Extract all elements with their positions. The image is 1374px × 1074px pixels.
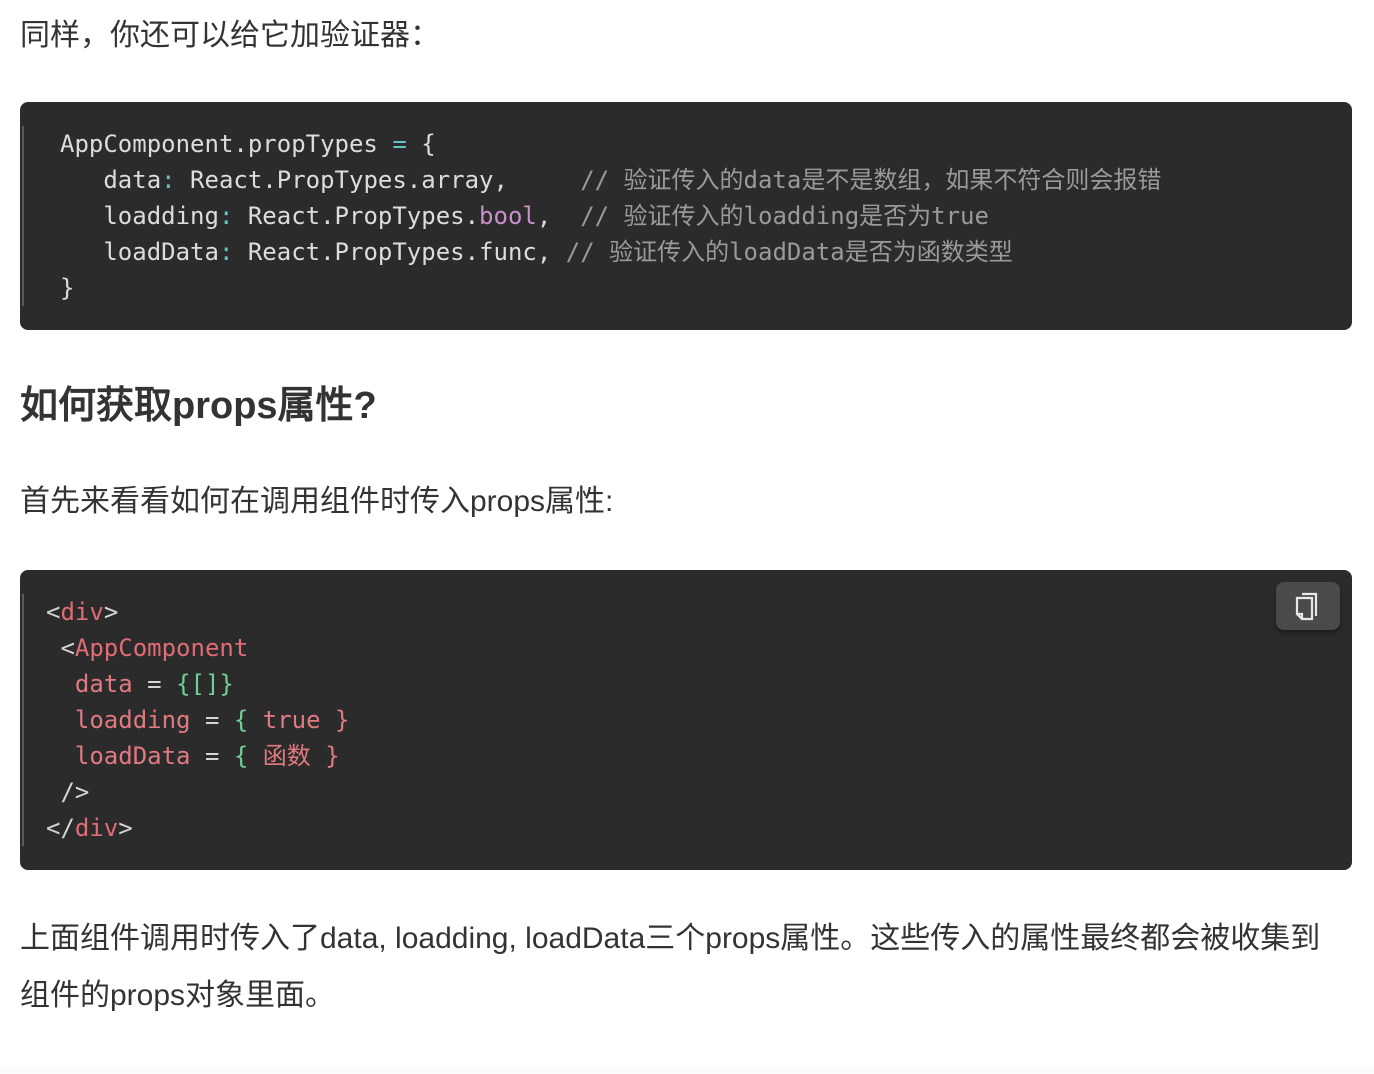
code-token-comment: // 验证传入的data是不是数组，如果不符合则会报错 bbox=[580, 166, 1162, 194]
code-token-punct: < bbox=[46, 634, 75, 662]
page-bottom-edge bbox=[0, 1068, 1374, 1074]
code-content: AppComponent.propTypes = { data: React.P… bbox=[22, 126, 1161, 306]
code-token-attr: data bbox=[46, 670, 133, 698]
code-token-attr: loadding bbox=[46, 706, 191, 734]
code-token-kw: bool bbox=[479, 202, 537, 230]
code-token-plain: } bbox=[60, 274, 75, 302]
code-line: <div> bbox=[46, 594, 349, 630]
code-token-punct: > bbox=[103, 598, 119, 626]
code-token-attr: loadData bbox=[46, 742, 191, 770]
code-line: AppComponent.propTypes = { bbox=[60, 126, 1161, 162]
code-token-plain: React.PropTypes.func, bbox=[233, 238, 566, 266]
code-token-punct: = bbox=[132, 670, 177, 698]
code-content: <div> <AppComponent data = {[]} loadding… bbox=[22, 594, 349, 846]
code-token-plain: loadData bbox=[60, 238, 219, 266]
code-token-tag: div bbox=[74, 814, 119, 842]
code-line: /> bbox=[46, 774, 349, 810]
code-token-plain: React.PropTypes. bbox=[233, 202, 480, 230]
code-token-punct: > bbox=[118, 814, 133, 842]
code-token-brace-green: {[]} bbox=[176, 670, 234, 698]
code-token-plain: loadding bbox=[60, 202, 219, 230]
code-token-op: : bbox=[161, 166, 176, 194]
code-token-plain: { bbox=[406, 130, 436, 158]
code-token-tag: div bbox=[60, 598, 104, 626]
intro-paragraph: 同样，你还可以给它加验证器： bbox=[20, 19, 440, 52]
code-token-plain: , bbox=[536, 202, 581, 230]
code-token-brace-green: { bbox=[233, 706, 249, 734]
code-line: loadData = { 函数 } bbox=[46, 738, 349, 774]
copy-code-button[interactable] bbox=[1276, 582, 1340, 630]
code-line: loadData: React.PropTypes.func, // 验证传入的… bbox=[60, 234, 1161, 270]
summary-paragraph: 上面组件调用时传入了data, loadding, loadData三个prop… bbox=[20, 922, 1321, 1012]
code-token-comment: // 验证传入的loadData是否为函数类型 bbox=[565, 238, 1013, 266]
code-line: data: React.PropTypes.array, // 验证传入的dat… bbox=[60, 162, 1161, 198]
code-line: data = {[]} bbox=[46, 666, 349, 702]
code-token-val: 函数 } bbox=[248, 742, 340, 770]
code-token-brace-green: { bbox=[233, 742, 249, 770]
code-block-proptypes: AppComponent.propTypes = { data: React.P… bbox=[20, 102, 1352, 330]
code-token-val: true } bbox=[248, 706, 350, 734]
code-token-op: : bbox=[218, 238, 234, 266]
code-token-punct: = bbox=[190, 706, 234, 734]
code-token-op: : bbox=[218, 202, 234, 230]
code-line: <AppComponent bbox=[46, 630, 349, 666]
props-intro-paragraph: 首先来看看如何在调用组件时传入props属性: bbox=[20, 485, 614, 518]
code-block-jsx: <div> <AppComponent data = {[]} loadding… bbox=[20, 570, 1352, 870]
code-token-punct: < bbox=[46, 598, 61, 626]
code-token-plain: data bbox=[60, 166, 162, 194]
code-token-punct: /> bbox=[46, 778, 90, 806]
code-token-punct: </ bbox=[46, 814, 75, 842]
code-line: } bbox=[60, 270, 1161, 306]
code-line: loadding = { true } bbox=[46, 702, 350, 738]
code-line: </div> bbox=[46, 810, 349, 846]
code-token-plain: React.PropTypes.array, bbox=[175, 166, 581, 194]
section-heading: 如何获取props属性? bbox=[20, 385, 377, 427]
code-line: loadding: React.PropTypes.bool, // 验证传入的… bbox=[60, 198, 1161, 234]
copy-icon bbox=[1295, 592, 1318, 621]
code-token-comment: // 验证传入的loadding是否为true bbox=[580, 202, 989, 230]
code-token-punct: = bbox=[190, 742, 234, 770]
code-token-op: = bbox=[392, 130, 407, 158]
code-token-tag: AppComponent bbox=[74, 634, 249, 662]
code-token-plain: AppComponent.propTypes bbox=[60, 130, 393, 158]
